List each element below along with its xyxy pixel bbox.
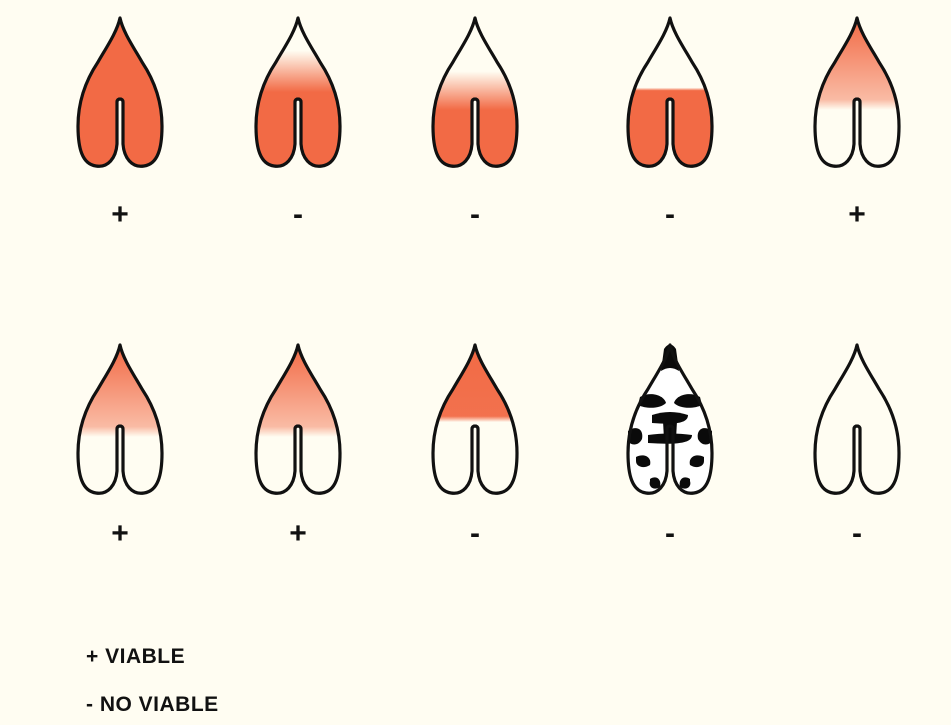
- viability-sign-r2-c5: -: [852, 519, 862, 549]
- seed-r1-c4: [628, 18, 712, 166]
- viability-sign-r2-c3: -: [470, 519, 480, 549]
- seed-stain: [433, 345, 517, 493]
- viability-sign-r2-c4: -: [665, 519, 675, 549]
- seed-crease: [854, 426, 860, 471]
- seed-crease: [472, 99, 478, 144]
- seed-r2-c5: [815, 345, 899, 493]
- viability-sign-r1-c2: -: [293, 200, 303, 230]
- legend-viable: + VIABLE: [86, 645, 185, 669]
- seed-crease: [295, 99, 301, 144]
- seed-r1-c5: [815, 18, 899, 166]
- seed-crease: [295, 426, 301, 471]
- seed-r1-c3: [433, 18, 517, 166]
- seed-stain: [256, 18, 340, 166]
- seed-stain: [256, 345, 340, 493]
- seed-crease: [117, 99, 123, 144]
- seed-stain: [815, 18, 899, 166]
- seed-r1-c2: [256, 18, 340, 166]
- seed-r2-c2: [256, 345, 340, 493]
- legend-not-viable: - NO VIABLE: [86, 693, 219, 717]
- seed-r2-c4: [628, 345, 712, 494]
- seed-outline: [815, 345, 899, 493]
- viability-sign-r1-c4: -: [665, 200, 675, 230]
- seed-stain: [78, 18, 162, 166]
- seed-r2-c3: [433, 345, 517, 493]
- seed-crease: [117, 426, 123, 471]
- seed-r1-c1: [78, 18, 162, 166]
- seed-crease: [667, 99, 673, 144]
- seed-r2-c1: [78, 345, 162, 493]
- viability-sign-r2-c1: +: [111, 519, 129, 549]
- viability-sign-r2-c2: +: [289, 519, 307, 549]
- seed-crease: [472, 426, 478, 471]
- viability-sign-r1-c5: +: [848, 200, 866, 230]
- viability-sign-r1-c3: -: [470, 200, 480, 230]
- viability-sign-r1-c1: +: [111, 200, 129, 230]
- seed-stain: [815, 345, 899, 493]
- seed-stain: [628, 18, 712, 166]
- seed-stain: [78, 345, 162, 493]
- seed-stain: [433, 18, 517, 166]
- seed-crease: [854, 99, 860, 144]
